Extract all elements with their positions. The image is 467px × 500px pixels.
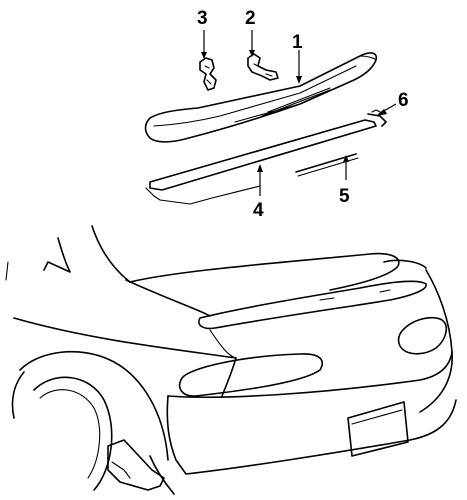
bracket-left — [199, 57, 217, 91]
callout-1: 1 — [292, 32, 303, 53]
callout-6: 6 — [398, 90, 409, 111]
rear-spoiler-wing — [144, 52, 378, 143]
callout-4: 4 — [253, 200, 264, 221]
callout-2: 2 — [245, 8, 256, 29]
seal-strip — [295, 153, 359, 177]
callout-5: 5 — [339, 186, 350, 207]
bracket-right — [247, 53, 279, 81]
callout-labels: 1 2 3 4 5 6 — [197, 8, 409, 221]
callout-3: 3 — [197, 8, 208, 29]
car-rear-body — [5, 225, 457, 495]
callout-leaders — [201, 30, 397, 196]
spoiler-gasket — [145, 119, 377, 205]
